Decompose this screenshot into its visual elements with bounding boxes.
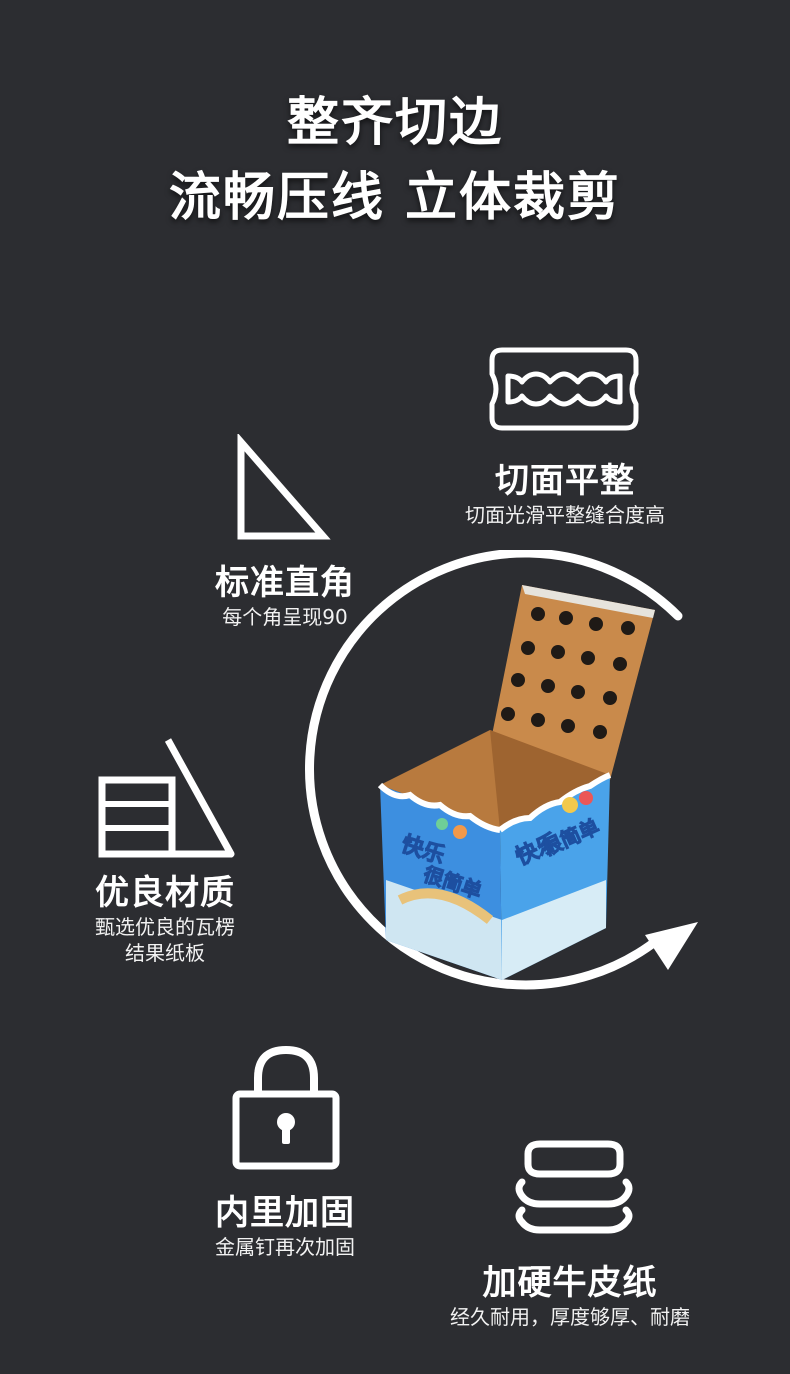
box-label-right: 快乐 (512, 830, 562, 871)
right-triangle-icon (237, 434, 331, 540)
product-box-image: 快乐 很简单 快乐 很简单 (377, 585, 655, 980)
feature-material-subtitle-1: 甄选优良的瓦楞 (95, 915, 235, 939)
feature-right-angle-subtitle: 每个角呈现90 (222, 605, 348, 629)
feature-flat-cut-subtitle: 切面光滑平整缝合度高 (465, 503, 665, 527)
headline-line-2: 流畅压线 立体裁剪 (168, 168, 622, 228)
feature-kraft: 加硬牛皮纸 经久耐用，厚度够厚、耐磨 (410, 1262, 730, 1330)
feature-flat-cut: 切面平整 切面光滑平整缝合度高 (440, 460, 690, 528)
feature-kraft-title: 加硬牛皮纸 (482, 1263, 658, 1303)
feature-material-title: 优良材质 (95, 873, 235, 913)
feature-right-angle-title: 标准直角 (215, 563, 355, 603)
headline-line-1: 整齐切边 (286, 93, 503, 153)
circular-arrow-icon (305, 550, 698, 990)
feature-kraft-subtitle: 经久耐用，厚度够厚、耐磨 (450, 1305, 690, 1329)
feature-reinforce-subtitle: 金属钉再次加固 (215, 1235, 355, 1259)
feature-right-angle: 标准直角 每个角呈现90 (170, 562, 400, 630)
feature-material-subtitle-2: 结果纸板 (125, 941, 205, 965)
razor-blade-icon (489, 347, 639, 431)
stacked-layers-icon (515, 1140, 633, 1234)
triangle-layers-icon (98, 738, 235, 858)
feature-material: 优良材质 甄选优良的瓦楞 结果纸板 (60, 872, 270, 966)
feature-reinforce-title: 内里加固 (215, 1193, 355, 1233)
padlock-icon (232, 1045, 340, 1170)
feature-flat-cut-title: 切面平整 (495, 461, 635, 501)
feature-reinforce: 内里加固 金属钉再次加固 (170, 1192, 400, 1260)
